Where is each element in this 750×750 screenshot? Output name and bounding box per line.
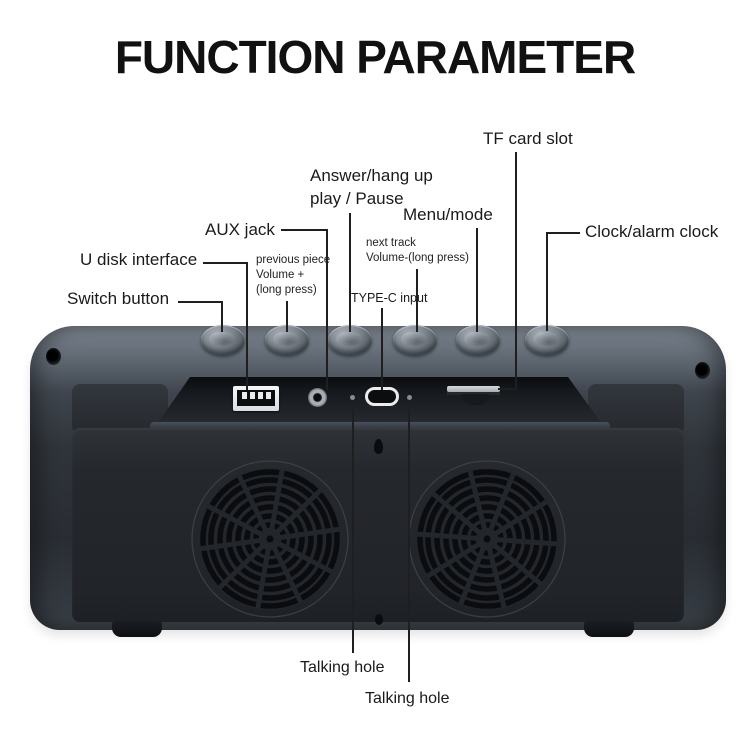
usb-a-pin	[242, 392, 247, 399]
menu-mode-button	[456, 325, 500, 355]
next-volume-down-button	[393, 325, 437, 355]
rubber-foot-left	[112, 621, 162, 637]
label-previous-piece: previous piece Volume + (long press)	[256, 254, 331, 296]
power-button	[201, 325, 245, 355]
tf-card-slot-port	[447, 386, 500, 395]
previous-volume-up-button	[265, 325, 309, 355]
aux-jack-port	[308, 388, 327, 407]
talking-hole-1	[350, 395, 355, 400]
usb-a-port	[233, 386, 279, 411]
callout-line-answer	[349, 213, 351, 332]
callout-line-talking2	[408, 402, 410, 682]
lanyard-hole-left	[46, 348, 61, 365]
label-talking-hole-2: Talking hole	[365, 690, 450, 707]
callout-line-talking1	[352, 402, 354, 653]
talking-hole-2	[407, 395, 412, 400]
page-title: FUNCTION PARAMETER	[114, 31, 636, 83]
callout-line-tf-v	[515, 152, 517, 390]
label-next-track: next track Volume-(long press)	[366, 237, 469, 264]
clock-button	[525, 325, 569, 355]
label-tf-card-slot: TF card slot	[483, 129, 573, 148]
callout-line-switch-v	[221, 301, 223, 332]
speaker-grille-left	[191, 460, 349, 618]
speaker-grille-right	[408, 460, 566, 618]
label-talking-hole-1: Talking hole	[300, 659, 385, 676]
usb-a-pin	[266, 392, 271, 399]
speaker-front-face	[72, 428, 684, 622]
callout-line-aux-v	[326, 229, 328, 390]
callout-line-menu	[476, 228, 478, 332]
callout-line-udisk-v	[246, 262, 248, 390]
usb-a-socket	[237, 390, 275, 406]
label-answer-play: Answer/hang up play / Pause	[310, 166, 433, 208]
callout-line-udisk-h	[203, 262, 248, 264]
port-bay-bevel	[150, 422, 610, 430]
screw-hole-bottom	[375, 614, 383, 625]
label-type-c: TYPE-C input	[351, 291, 428, 305]
label-aux-jack: AUX jack	[205, 220, 275, 239]
callout-line-switch-h	[178, 301, 223, 303]
callout-line-typec	[381, 308, 383, 390]
callout-line-aux-h	[281, 229, 328, 231]
callout-line-clock-h	[547, 232, 580, 234]
rubber-foot-right	[584, 621, 634, 637]
screw-hole-top	[374, 439, 383, 454]
usb-a-pin	[258, 392, 263, 399]
label-clock-alarm: Clock/alarm clock	[585, 222, 719, 241]
label-menu-mode: Menu/mode	[403, 205, 493, 224]
callout-line-next	[416, 269, 418, 332]
tf-card-slot-notch	[461, 394, 489, 405]
lanyard-hole-right	[695, 362, 710, 379]
label-u-disk: U disk interface	[80, 250, 198, 269]
usb-a-pin	[250, 392, 255, 399]
label-switch-button: Switch button	[67, 289, 170, 308]
callout-line-tf-h	[498, 388, 517, 390]
callout-line-clock-v	[546, 232, 548, 331]
callout-line-previous	[286, 301, 288, 332]
